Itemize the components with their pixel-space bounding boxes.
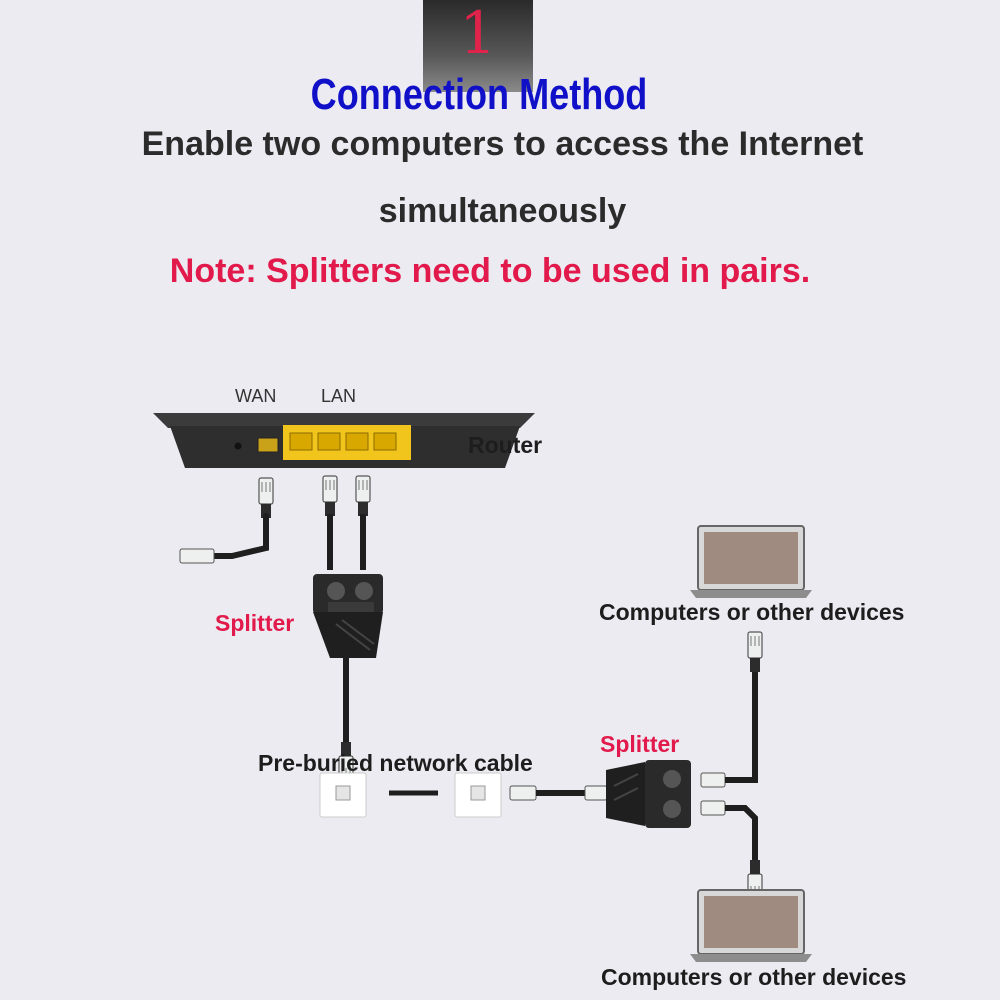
step-number: 1 — [459, 0, 497, 67]
router-icon — [153, 413, 535, 468]
socket-to-splitter-cable — [509, 785, 608, 801]
splitter-label-left: Splitter — [215, 610, 295, 636]
wall-cable — [338, 658, 354, 783]
subtitle-line-1: Enable two computers to access the Inter… — [141, 125, 864, 163]
laptop-icon — [690, 525, 812, 598]
cable-label: Pre-buried network cable — [258, 750, 533, 776]
splitter-icon — [606, 760, 691, 828]
splitter-label-right: Splitter — [600, 731, 680, 757]
lan-port-label: LAN — [321, 386, 357, 406]
step-number-box — [423, 0, 533, 92]
router-label: Router — [468, 432, 543, 458]
note-text: Note: Splitters need to be used in pairs… — [169, 252, 811, 290]
laptop-icon — [690, 889, 812, 962]
wan-port-label: WAN — [235, 386, 277, 406]
subtitle-line-2: simultaneously — [378, 192, 627, 230]
lan-cables — [322, 475, 371, 570]
device-label-bottom: Computers or other devices — [601, 964, 907, 990]
device-label-top: Computers or other devices — [599, 599, 905, 625]
wall-socket-icon — [319, 772, 502, 818]
page-title: Connection Method — [310, 70, 648, 119]
splitter-icon — [313, 574, 383, 658]
device-cables — [700, 631, 763, 901]
wan-cable — [179, 477, 274, 564]
